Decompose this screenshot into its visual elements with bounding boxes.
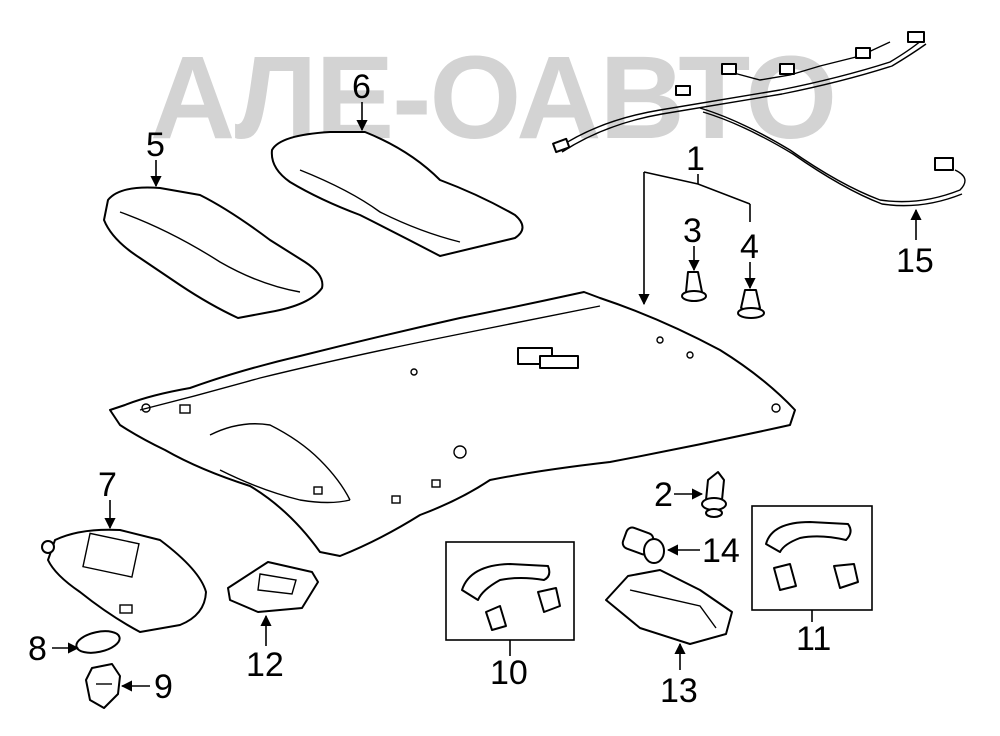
callout-11: 11: [796, 620, 831, 658]
part-1-headliner: [109, 291, 796, 557]
part-5-pad: [103, 186, 324, 319]
part-14-bulb: [621, 526, 665, 564]
part-11-assist-grip: [751, 505, 873, 611]
part-10-assist-grip: [445, 541, 575, 641]
callout-8: 8: [28, 630, 47, 668]
callout-1: 1: [686, 140, 705, 178]
watermark-logo: АЛЕ-ОАВТО: [150, 32, 837, 164]
callout-4: 4: [740, 228, 759, 266]
callout-5: 5: [146, 126, 165, 164]
part-4-clip: [737, 289, 765, 319]
part-9-holder: [85, 663, 121, 709]
part-6-pad: [270, 131, 524, 257]
part-3-clip: [681, 271, 707, 302]
watermark-text: АЛЕ-ОАВТО: [150, 32, 835, 164]
part-8-holder: [75, 630, 121, 654]
callout-9: 9: [154, 668, 173, 706]
callout-2: 2: [654, 476, 673, 514]
part-13-lamp-housing: [605, 569, 733, 645]
callout-12: 12: [246, 646, 284, 684]
callout-15: 15: [896, 242, 934, 280]
callout-6: 6: [352, 68, 371, 106]
part-12-lamp: [227, 561, 319, 613]
part-7-sun-visor: [41, 528, 207, 633]
callout-10: 10: [490, 654, 528, 692]
callout-labels: 1 2 3 4 5 6 7 8 9 10 11 12 13 14 15: [28, 68, 934, 710]
callout-14: 14: [702, 532, 740, 570]
part-2-clip: [701, 471, 727, 518]
callout-3: 3: [683, 212, 702, 250]
part-15-wire-harness: [552, 31, 966, 207]
callout-7: 7: [98, 466, 117, 504]
leader-lines: [52, 102, 922, 692]
callout-13: 13: [660, 672, 698, 710]
